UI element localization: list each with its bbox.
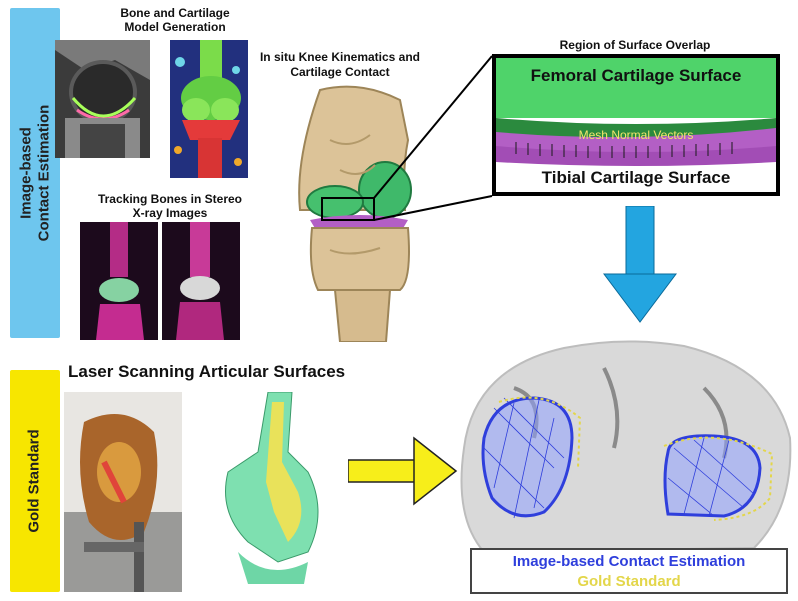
specimen-photo <box>64 392 182 592</box>
result-legend: Image-based Contact Estimation Gold Stan… <box>470 548 788 594</box>
gold-standard-label: Gold Standard <box>26 429 44 532</box>
bone-model-3d <box>170 40 248 178</box>
right-arrow <box>348 436 458 506</box>
bone-model-caption: Bone and Cartilage Model Generation <box>80 6 270 34</box>
image-based-banner: Image-based Contact Estimation <box>10 8 60 338</box>
overlap-title: Region of Surface Overlap <box>495 38 775 52</box>
tibial-label: Tibial Cartilage Surface <box>496 168 776 188</box>
xray-image-1 <box>80 222 158 340</box>
xray-image-2 <box>162 222 240 340</box>
tibial-plateau-result <box>454 328 794 556</box>
down-arrow <box>600 206 680 324</box>
femoral-label: Femoral Cartilage Surface <box>496 66 776 86</box>
legend-primary: Image-based Contact Estimation <box>472 552 786 572</box>
knee-model <box>290 80 430 342</box>
laser-scan-title: Laser Scanning Articular Surfaces <box>68 362 345 382</box>
legend-secondary: Gold Standard <box>472 572 786 592</box>
knee-caption: In situ Knee Kinematics and Cartilage Co… <box>250 50 430 80</box>
gold-standard-banner: Gold Standard <box>10 370 60 592</box>
mesh-label: Mesh Normal Vectors <box>496 128 776 142</box>
tracking-caption: Tracking Bones in Stereo X-ray Images <box>70 192 270 220</box>
mri-image <box>55 40 150 158</box>
image-based-label: Image-based Contact Estimation <box>17 105 53 242</box>
laser-scan-model <box>208 392 340 584</box>
